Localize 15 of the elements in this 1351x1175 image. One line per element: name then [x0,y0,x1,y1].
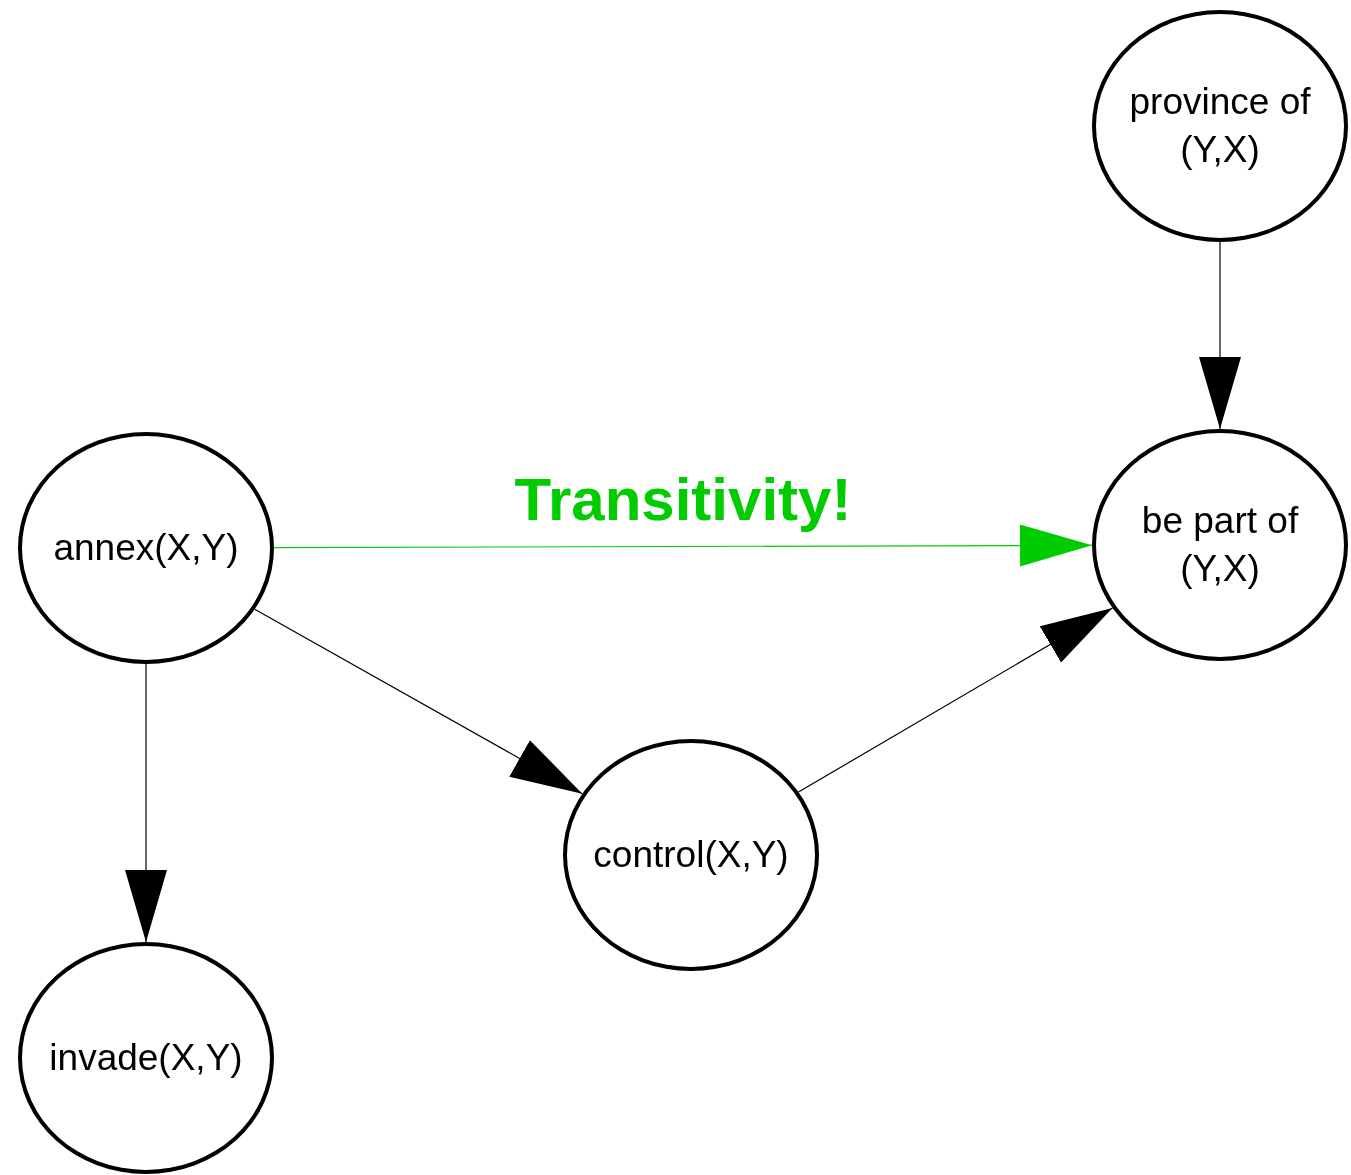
ellipse-node [1092,10,1348,242]
arrow [273,524,1093,567]
ellipse-node [563,739,819,971]
node-label: province of (Y,X) [1128,79,1312,172]
arrow [797,607,1114,793]
node-label: control(X,Y) [593,832,789,877]
ellipse-node [18,942,274,1174]
ellipse-node [1092,429,1348,661]
arrow [254,608,583,795]
arrow [125,663,167,943]
node-label: annex(X,Y) [53,525,239,570]
node-label: be part of (Y,X) [1140,498,1300,591]
ellipse-node [18,432,274,664]
node-label: invade(X,Y) [49,1035,243,1080]
arrow [1199,241,1241,430]
